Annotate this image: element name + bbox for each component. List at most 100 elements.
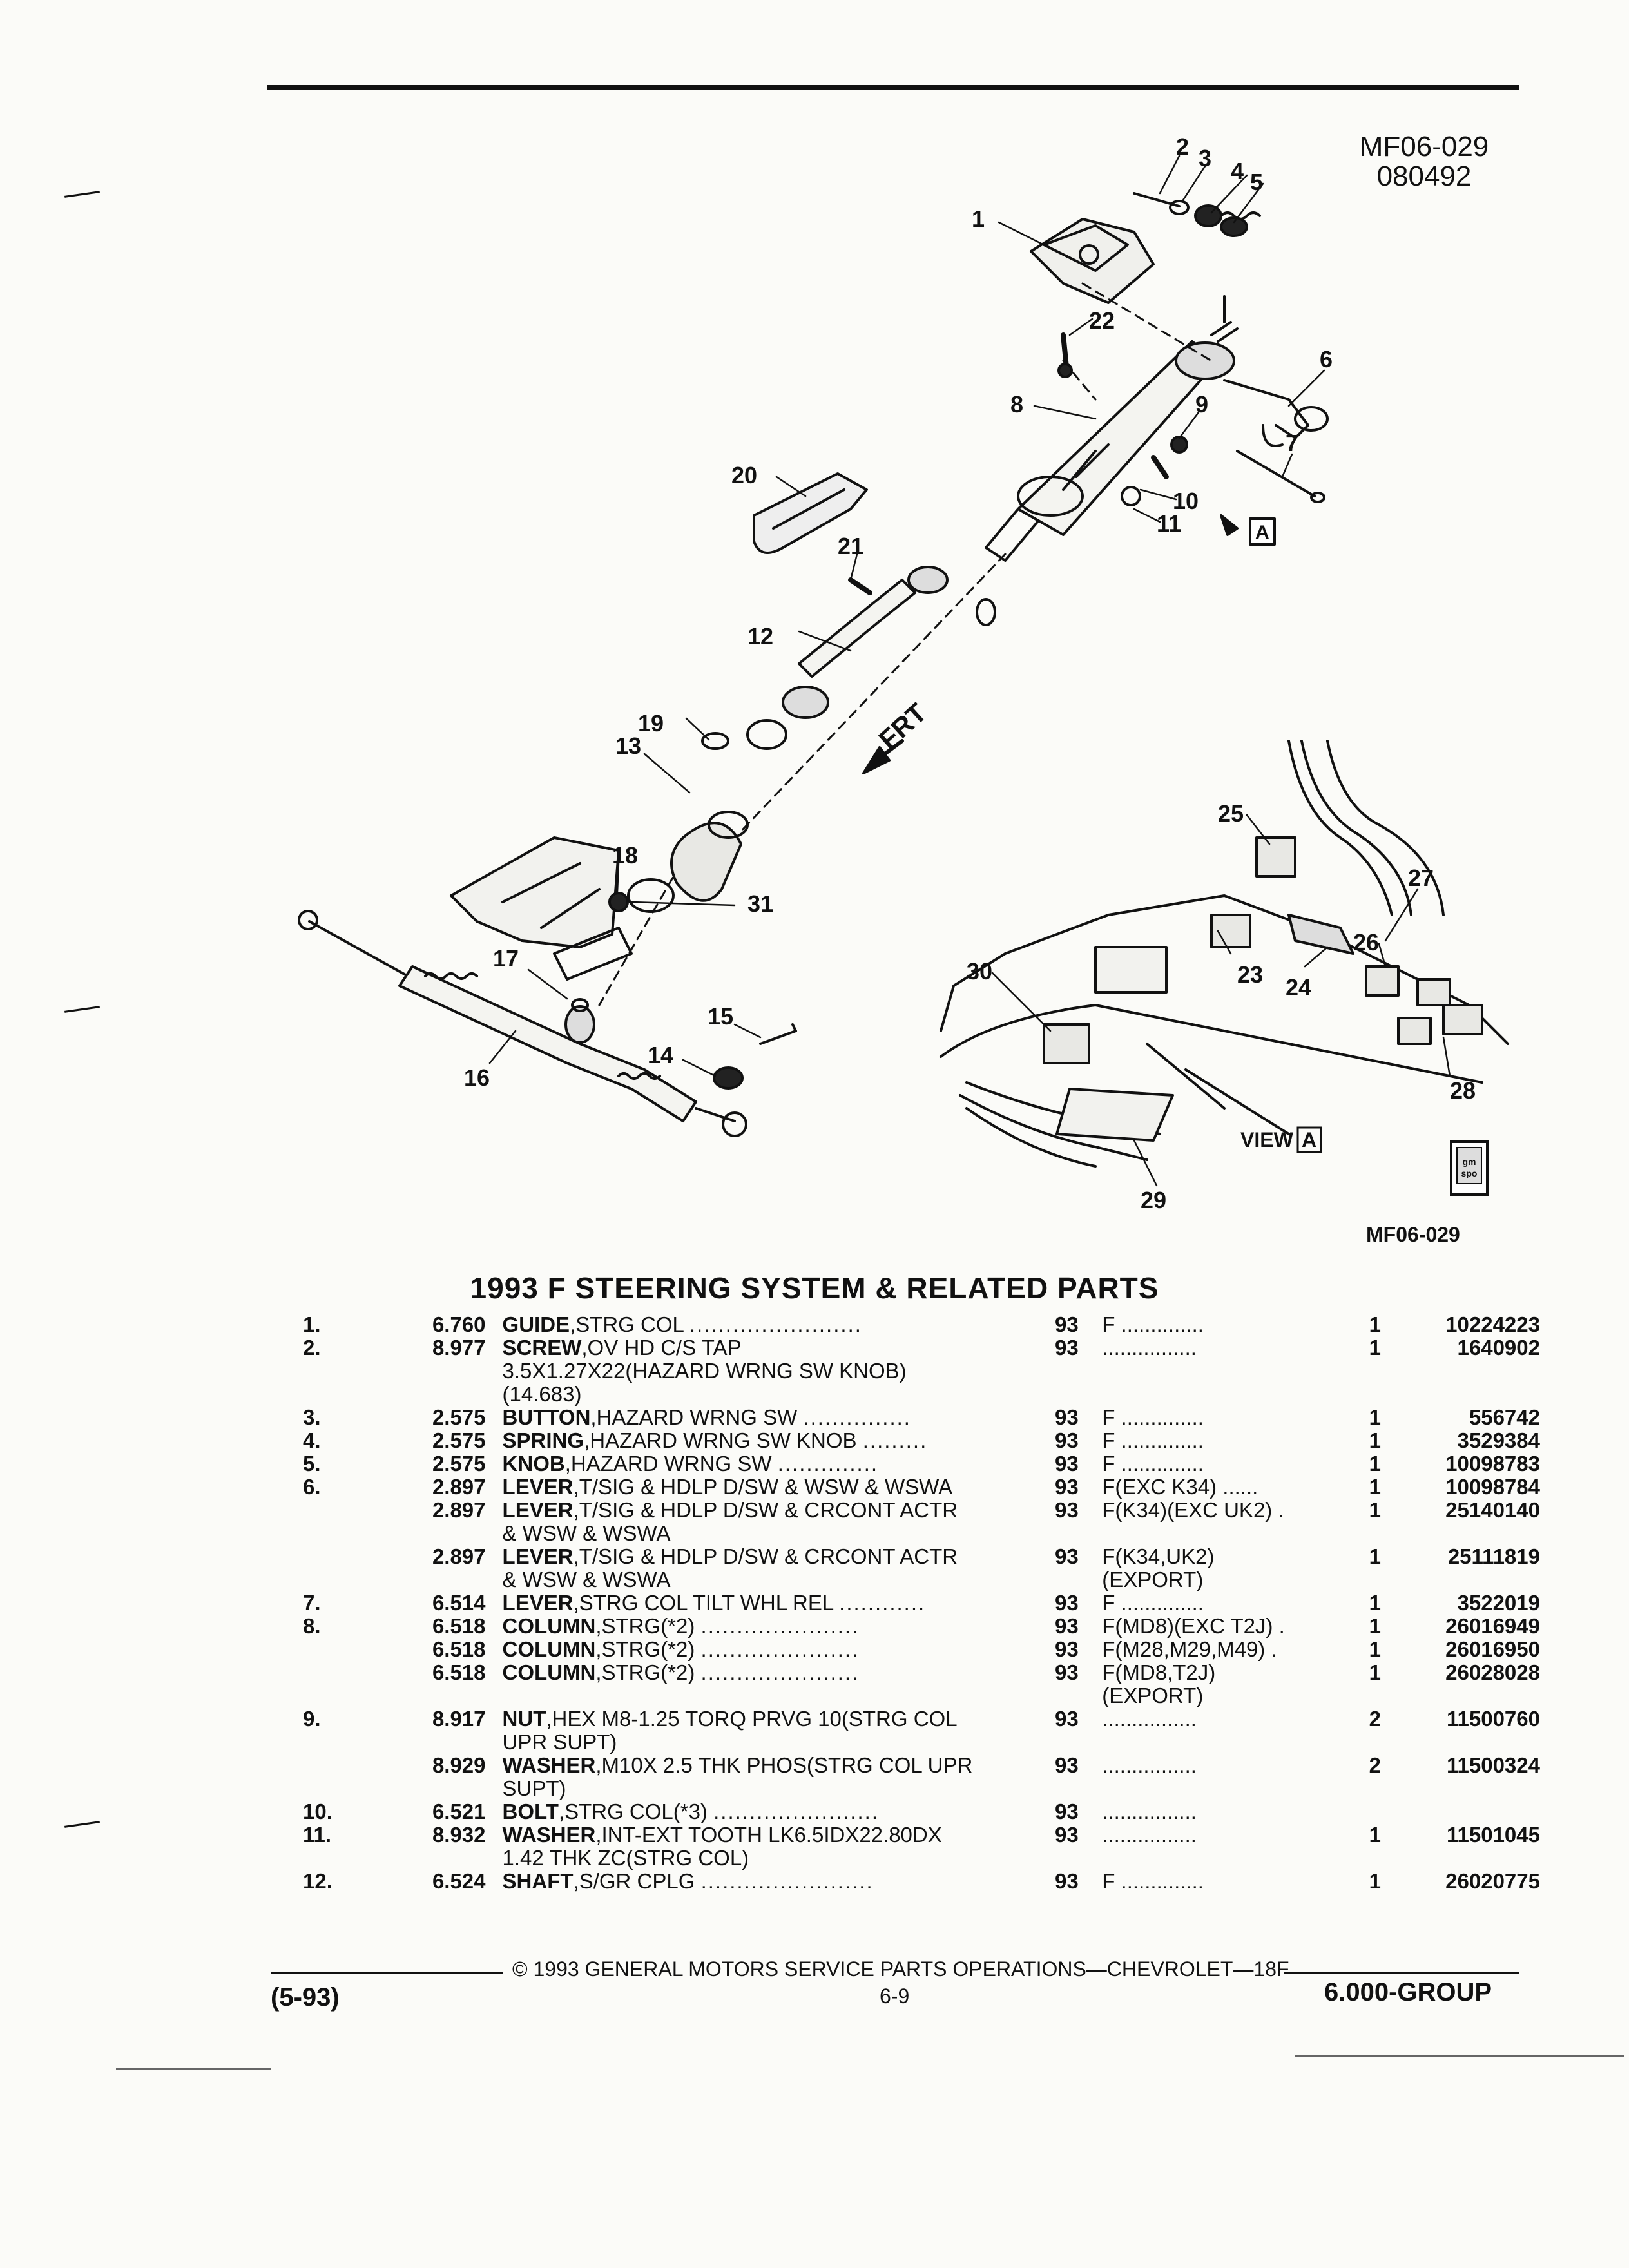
leader-dots: .............. (777, 1452, 879, 1475)
quantity: 1 (1369, 1660, 1381, 1684)
arrow-a-letter: A (1255, 522, 1269, 543)
parts-row: (14.683) (303, 1383, 1540, 1406)
callout-24: 24 (1286, 974, 1311, 1001)
part-20-cover (753, 472, 868, 554)
model-year: 93 (1055, 1312, 1079, 1336)
callout-21: 21 (838, 533, 863, 559)
usage-condition: F(M28,M29,M49) . (1102, 1637, 1277, 1661)
usage-condition: F .............. (1102, 1869, 1204, 1893)
model-year: 93 (1055, 1405, 1079, 1429)
view-label: VIEW (1240, 1128, 1294, 1151)
usage-condition: (EXPORT) (1102, 1568, 1204, 1591)
usage-condition: F(K34)(EXC UK2) . (1102, 1498, 1284, 1522)
quantity: 1 (1369, 1591, 1381, 1615)
group-number (377, 1383, 503, 1406)
group-number: 8.929 (432, 1753, 486, 1777)
part-number: 11500324 (1446, 1753, 1540, 1777)
model-year: 93 (1055, 1660, 1079, 1684)
part-number (1392, 1383, 1540, 1406)
part-detail: ,HAZARD WRNG SW (564, 1452, 772, 1475)
scan-mark-3 (64, 1821, 100, 1828)
part-description: SPRING,HAZARD WRNG SW KNOB ......... (503, 1429, 1055, 1452)
usage-condition: F .............. (1102, 1312, 1204, 1336)
item-number (303, 1754, 377, 1777)
group-number: 6.521 (432, 1800, 486, 1823)
part-detail: (14.683) (502, 1382, 582, 1406)
callout-19: 19 (638, 710, 664, 736)
top-rule (267, 85, 1519, 90)
usage-condition: ................ (1102, 1336, 1197, 1360)
part-description: COLUMN,STRG(*2) ...................... (503, 1615, 1055, 1638)
front-arrow (862, 739, 904, 774)
footer-rule-right (1284, 1972, 1519, 1974)
part-name: WASHER (502, 1753, 596, 1777)
callout-29: 29 (1141, 1187, 1166, 1213)
callout-8: 8 (1010, 391, 1023, 418)
part-name: WASHER (502, 1823, 596, 1847)
item-number: 2. (303, 1336, 321, 1360)
quantity: 1 (1369, 1544, 1381, 1568)
part-detail: SUPT) (502, 1776, 566, 1800)
part-number: 26028028 (1445, 1660, 1540, 1684)
part-number: 1640902 (1457, 1336, 1540, 1360)
part-name: NUT (502, 1707, 546, 1731)
model-year: 93 (1055, 1753, 1079, 1777)
view-a-arrow (1220, 514, 1276, 546)
part-detail: ,M10X 2.5 THK PHOS(STRG COL UPR (595, 1753, 973, 1777)
quantity: 1 (1369, 1869, 1381, 1893)
part-number: 25111819 (1447, 1544, 1540, 1568)
usage-condition (1102, 1360, 1358, 1383)
group-number (377, 1568, 503, 1591)
quantity: 1 (1369, 1452, 1381, 1475)
part-name: KNOB (502, 1452, 565, 1475)
callout-17: 17 (493, 945, 519, 972)
part-description: SHAFT,S/GR CPLG ........................ (503, 1870, 1055, 1893)
gm-spo-logo-text: gm spo (1456, 1147, 1482, 1184)
item-number (303, 1684, 377, 1707)
leader-dots: ...................... (700, 1660, 860, 1684)
group-number: 8.977 (432, 1336, 486, 1360)
usage-condition: (EXPORT) (1102, 1684, 1204, 1707)
item-number: 1. (303, 1312, 321, 1336)
usage-condition: ................ (1102, 1707, 1197, 1731)
usage-condition (1102, 1522, 1358, 1545)
quantity: 1 (1369, 1428, 1381, 1452)
item-number (303, 1568, 377, 1591)
callout-18: 18 (612, 842, 638, 869)
part-description: 1.42 THK ZC(STRG COL) (503, 1847, 1055, 1870)
part-number: 3529384 (1457, 1428, 1540, 1452)
quantity: 1 (1369, 1405, 1381, 1429)
model-year: 93 (1055, 1475, 1079, 1499)
part-detail: ,STRG COL(*3) (558, 1800, 708, 1823)
item-number (303, 1777, 377, 1800)
model-year (1055, 1731, 1102, 1754)
model-year (1055, 1568, 1102, 1591)
item-number: 11. (303, 1823, 332, 1847)
callout-7: 7 (1286, 430, 1298, 456)
part-number (1392, 1731, 1540, 1754)
usage-condition: F(MD8,T2J) (1102, 1660, 1216, 1684)
hazard-knob-parts (1133, 192, 1261, 237)
quantity (1358, 1731, 1392, 1754)
callout-30: 30 (967, 958, 992, 985)
figure-code-label: MF06-029 (1359, 131, 1489, 162)
quantity (1358, 1522, 1392, 1545)
part-number: 26016950 (1445, 1637, 1540, 1661)
figure-code: MF06-029 080492 (1340, 132, 1508, 191)
parts-row: SUPT) (303, 1777, 1540, 1800)
leader-dots: ...................... (700, 1614, 860, 1638)
part-number: 26020775 (1445, 1869, 1540, 1893)
part-description: LEVER,T/SIG & HDLP D/SW & CRCONT ACTR (503, 1545, 1055, 1568)
item-number (303, 1499, 377, 1522)
group-number (377, 1731, 503, 1754)
part-detail: 1.42 THK ZC(STRG COL) (502, 1846, 749, 1870)
callout-4: 4 (1231, 158, 1244, 184)
parts-row: 1.42 THK ZC(STRG COL) (303, 1847, 1540, 1870)
front-label: FRT (873, 697, 932, 755)
